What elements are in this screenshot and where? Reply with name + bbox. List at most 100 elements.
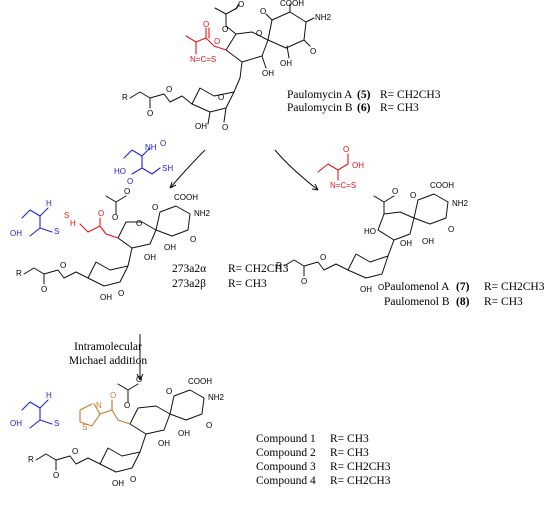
svg-text:COOH: COOH (280, 0, 304, 8)
svg-text:O: O (124, 401, 130, 410)
svg-text:O: O (378, 283, 384, 292)
paulomycin-b-r: R= CH3 (380, 102, 419, 114)
svg-text:NH2: NH2 (194, 209, 211, 218)
paulomenol-a-number: (7) (456, 281, 470, 293)
svg-text:R: R (28, 455, 34, 464)
paulomenol-a-r: R= CH2CH3 (484, 281, 545, 293)
arrow-to-paulomenol (274, 149, 319, 191)
svg-text:NH2: NH2 (315, 13, 332, 22)
arrow-to-273a2 (169, 149, 206, 189)
svg-text:R: R (16, 269, 22, 278)
svg-text:HO: HO (114, 167, 126, 176)
compound-3-r: R= CH2CH3 (330, 461, 391, 473)
svg-text:O: O (166, 387, 172, 396)
compound-4-r: R= CH2CH3 (330, 475, 391, 487)
compounds-1-4-structure: O O COOH NH2 O O OH OH O N S OH H S OH O… (10, 375, 225, 488)
compound-2-label: Compound 2 (256, 447, 316, 459)
svg-text:OH: OH (352, 161, 364, 170)
reaction-condition-line1: Intramolecular (74, 341, 142, 353)
paulomycin-a-number: (5) (357, 89, 371, 101)
compounds-1-4-labels: Compound 1 R= CH3 Compound 2 R= CH3 Comp… (256, 433, 391, 487)
svg-text:O: O (214, 37, 220, 46)
svg-text:S: S (54, 419, 59, 428)
svg-text:O: O (136, 219, 142, 228)
svg-text:O: O (260, 7, 266, 16)
paulomenol-labels: Paulomenol A (7) R= CH2CH3 Paulomenol B … (384, 281, 545, 308)
svg-text:HO: HO (364, 227, 376, 236)
svg-text:OH: OH (112, 479, 124, 488)
svg-text:R: R (276, 261, 282, 270)
svg-text:OH: OH (280, 59, 292, 68)
svg-text:O: O (110, 391, 116, 400)
paulic-acid-byproduct: O OH N=C=S (317, 145, 364, 190)
compound-1-label: Compound 1 (256, 433, 316, 445)
svg-text:SH: SH (162, 164, 173, 173)
svg-text:N: N (96, 401, 102, 410)
svg-text:S: S (54, 227, 59, 236)
svg-text:O: O (222, 123, 228, 132)
paulomenol-structure: O COOH NH2 O O OH OH HO OH O O O R (276, 181, 469, 294)
compound-3-label: Compound 3 (256, 461, 316, 473)
svg-text:O: O (53, 471, 59, 480)
svg-text:COOH: COOH (174, 193, 198, 202)
svg-text:O: O (343, 145, 349, 154)
svg-text:O: O (238, 0, 244, 9)
svg-text:NH: NH (145, 143, 157, 152)
svg-text:H: H (70, 219, 76, 228)
svg-text:O: O (190, 235, 196, 244)
svg-text:O: O (152, 203, 158, 212)
svg-text:O: O (118, 289, 124, 298)
svg-text:O: O (256, 29, 262, 38)
svg-text:N=C=S: N=C=S (190, 55, 216, 64)
svg-text:R: R (122, 93, 128, 102)
svg-text:OH: OH (10, 419, 22, 428)
svg-text:O: O (160, 139, 166, 148)
svg-text:O: O (320, 253, 326, 262)
svg-text:N=C=S: N=C=S (330, 181, 356, 190)
svg-text:O: O (392, 187, 398, 196)
compound-2-r: R= CH3 (330, 447, 369, 459)
svg-text:H: H (46, 391, 52, 400)
svg-text:S: S (64, 211, 69, 220)
svg-text:O: O (206, 421, 212, 430)
svg-text:OH: OH (10, 229, 22, 238)
svg-text:O: O (448, 225, 454, 234)
svg-text:O: O (98, 209, 104, 218)
svg-text:O: O (218, 93, 224, 102)
paulomenol-b-r: R= CH3 (484, 296, 523, 308)
paulomenol-a-name: Paulomenol A (384, 281, 450, 293)
svg-text:O: O (166, 85, 172, 94)
svg-text:OH: OH (100, 293, 112, 302)
reaction-condition-line2: Michael addition (69, 355, 147, 367)
compound-273a2-beta-r: R= CH3 (228, 278, 267, 290)
svg-text:O: O (222, 25, 228, 34)
svg-text:H: H (46, 199, 52, 208)
svg-text:OH: OH (360, 285, 372, 294)
paulomycin-structure: O O O OH OH O O COOH NH2 O O N=C=S O OH … (122, 0, 332, 132)
paulomenol-b-name: Paulomenol B (384, 296, 450, 308)
svg-text:O: O (410, 191, 416, 200)
svg-text:OH: OH (144, 253, 156, 262)
n-acetylcysteine-reagent: HO O NH SH O (114, 139, 173, 186)
compound-273a2-labels: 273a2α R= CH2CH3 273a2β R= CH3 (172, 263, 289, 290)
compound-273a2-beta-label: 273a2β (172, 278, 206, 290)
svg-text:OH: OH (178, 429, 190, 438)
compound-4-label: Compound 4 (256, 475, 316, 487)
paulomycin-labels: Paulomycin A (5) R= CH2CH3 Paulomycin B … (287, 89, 441, 114)
paulomycin-b-number: (6) (357, 102, 371, 114)
svg-text:COOH: COOH (188, 377, 212, 386)
svg-text:COOH: COOH (430, 181, 454, 190)
svg-text:OH: OH (195, 122, 207, 131)
svg-text:O: O (124, 187, 130, 196)
svg-text:S: S (82, 423, 87, 432)
svg-text:O: O (310, 47, 316, 56)
paulomycin-a-r: R= CH2CH3 (380, 89, 441, 101)
svg-text:O: O (127, 177, 133, 186)
paulomycin-b-name: Paulomycin B (287, 102, 353, 114)
svg-text:OH: OH (422, 237, 434, 246)
compound-273a2-structure: O O COOH NH2 O O OH O OH H O S OH H S OH… (10, 187, 211, 302)
compound-273a2-alpha-label: 273a2α (172, 263, 206, 275)
svg-text:OH: OH (164, 243, 176, 252)
svg-text:O: O (301, 277, 307, 286)
